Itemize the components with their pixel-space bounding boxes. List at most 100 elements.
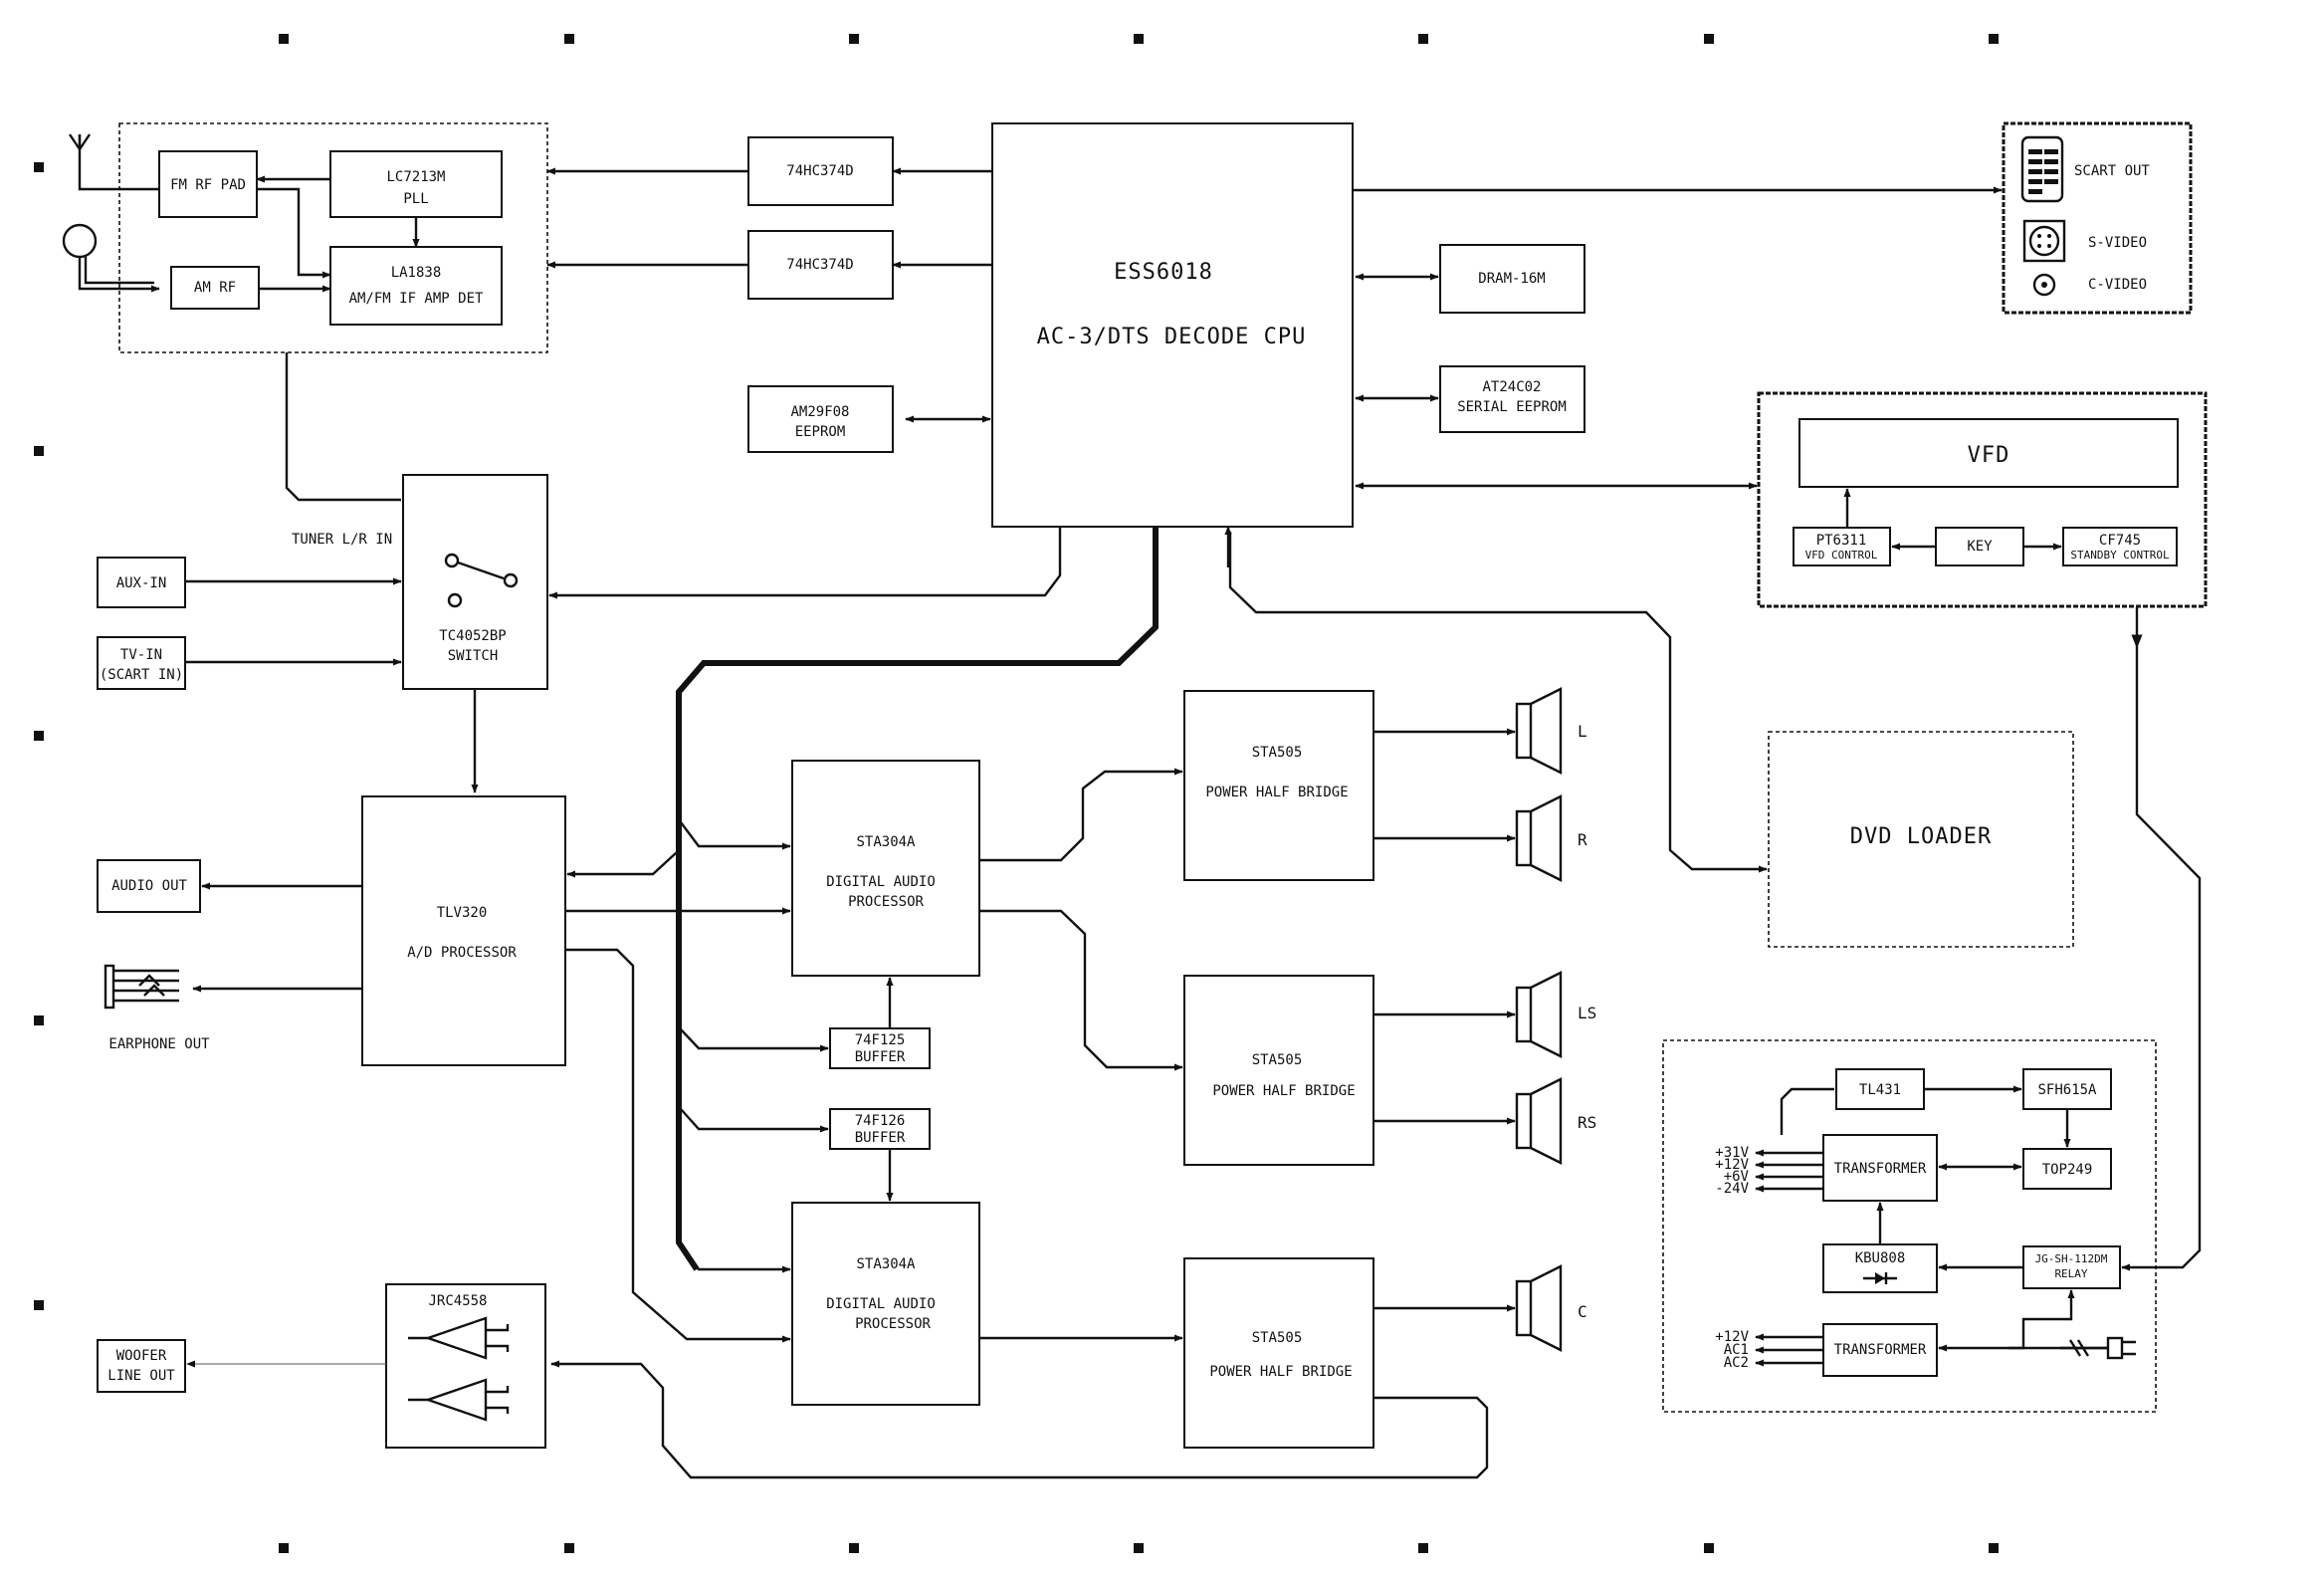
- buffer-74f126-sub: BUFFER: [855, 1130, 906, 1146]
- tlv320-label: TLV320: [437, 905, 488, 921]
- cf745-block: CF745 STANDBY CONTROL: [2062, 527, 2178, 566]
- speaker-rs-label: RS: [1578, 1113, 1596, 1132]
- audio-out-label: AUDIO OUT: [111, 878, 187, 894]
- vfd-label: VFD: [1968, 443, 2010, 468]
- tuner-input-label: TUNER L/R IN: [292, 532, 392, 548]
- speaker-r-icon: [1515, 794, 1563, 882]
- vfd-block: VFD: [1798, 418, 2179, 488]
- sta505-3-sub: POWER HALF BRIDGE: [1209, 1364, 1352, 1380]
- jrc4558-label: JRC4558: [428, 1293, 487, 1309]
- sta505-1-sub: POWER HALF BRIDGE: [1205, 785, 1348, 800]
- tl431-label: TL431: [1859, 1082, 1901, 1098]
- registration-marks: [34, 34, 1999, 1553]
- kbu808-label: KBU808: [1855, 1250, 1906, 1266]
- scart-connector-icon: [2020, 135, 2064, 203]
- s-video-label: S-VIDEO: [2088, 235, 2147, 251]
- sta304a-1-label: STA304A: [856, 834, 916, 850]
- sta304a-2-label: STA304A: [856, 1256, 916, 1272]
- speaker-c-icon: [1515, 1264, 1563, 1352]
- c-video-connector-icon: [2032, 273, 2056, 297]
- latch-2-label: 74HC374D: [786, 257, 853, 273]
- speaker-rs-icon: [1515, 1077, 1563, 1165]
- rail2-ac1-label: AC1: [1724, 1342, 1749, 1358]
- transformer-2-block: TRANSFORMER: [1822, 1323, 1938, 1377]
- sta505-2-block: STA505 POWER HALF BRIDGE: [1183, 975, 1374, 1166]
- audio-bus-line: [676, 528, 1159, 1271]
- tc4052bp-switch-block: TC4052BP SWITCH: [402, 474, 548, 690]
- tv-in-sub: (SCART IN): [100, 667, 183, 683]
- sfh615a-label: SFH615A: [2037, 1082, 2097, 1098]
- speaker-r-label: R: [1578, 830, 1587, 849]
- earphone-out-label: EARPHONE OUT: [108, 1036, 210, 1052]
- rail2-12v-label: +12V: [1715, 1329, 1749, 1345]
- buffer-74f126-block: 74F126 BUFFER: [829, 1108, 931, 1150]
- lc7213m-label: LC7213M: [386, 169, 445, 185]
- tl431-block: TL431: [1835, 1068, 1925, 1110]
- cpu-function: AC-3/DTS DECODE CPU: [1037, 325, 1307, 349]
- dram-block: DRAM-16M: [1439, 244, 1585, 314]
- sta505-1-label: STA505: [1252, 745, 1303, 761]
- la1838-sub: AM/FM IF AMP DET: [349, 291, 484, 307]
- tv-in-block: TV-IN (SCART IN): [97, 636, 186, 690]
- c-video-label: C-VIDEO: [2088, 277, 2147, 293]
- relay-block: JG-SH-112DM RELAY: [2022, 1245, 2121, 1289]
- am29f08-label: AM29F08: [790, 404, 849, 420]
- rail-minus24v-label: -24V: [1715, 1181, 1749, 1197]
- tlv320-block: TLV320 A/D PROCESSOR: [361, 795, 566, 1066]
- sta304a-1-sub2: PROCESSOR: [848, 894, 924, 910]
- am29f08-block: AM29F08 EEPROM: [747, 385, 894, 453]
- transformer-1-block: TRANSFORMER: [1822, 1134, 1938, 1202]
- cf745-sub: STANDBY CONTROL: [2070, 549, 2170, 562]
- latch-1-block: 74HC374D: [747, 136, 894, 206]
- latch-2-block: 74HC374D: [747, 230, 894, 300]
- antenna-fm-icon: [69, 133, 159, 191]
- pt6311-block: PT6311 VFD CONTROL: [1793, 527, 1891, 566]
- speaker-ls-icon: [1515, 971, 1563, 1058]
- sfh615a-block: SFH615A: [2022, 1068, 2112, 1110]
- fm-rf-pad-block: FM RF PAD: [158, 150, 258, 218]
- speaker-ls-label: LS: [1578, 1004, 1596, 1022]
- lc7213m-block: LC7213M PLL: [329, 150, 503, 218]
- speaker-l-icon: [1515, 687, 1563, 775]
- at24c02-label: AT24C02: [1482, 379, 1541, 395]
- sta304a-1-sub: DIGITAL AUDIO: [826, 874, 936, 890]
- woofer-line-out-block: WOOFER LINE OUT: [97, 1339, 186, 1393]
- s-video-connector-icon: [2022, 219, 2066, 263]
- rail2-ac2-label: AC2: [1724, 1355, 1749, 1371]
- speaker-c-label: C: [1578, 1302, 1587, 1321]
- sta505-3-block: STA505 POWER HALF BRIDGE: [1183, 1257, 1374, 1449]
- sta304a-2-block: STA304A DIGITAL AUDIO PROCESSOR: [791, 1202, 980, 1406]
- front-panel-outline: [1757, 391, 2208, 608]
- relay-label: JG-SH-112DM: [2035, 1252, 2108, 1265]
- scart-out-label: SCART OUT: [2074, 163, 2150, 179]
- sta505-2-label: STA505: [1252, 1052, 1303, 1068]
- power-supply-outline: [1662, 1039, 2157, 1413]
- video-output-outline: [2002, 121, 2193, 315]
- loader-link: [1228, 532, 1768, 873]
- buffer-74f125-sub: BUFFER: [855, 1049, 906, 1065]
- tuner-module-outline: [118, 122, 548, 353]
- ac-plug-icon: [2060, 1336, 2136, 1360]
- relay-sub: RELAY: [2054, 1267, 2087, 1280]
- woofer-sub: LINE OUT: [107, 1368, 175, 1384]
- cpu-name: ESS6018: [1114, 260, 1213, 285]
- transformer-1-label: TRANSFORMER: [1834, 1161, 1927, 1177]
- switch-label: TC4052BP: [439, 628, 506, 644]
- tlv320-sub: A/D PROCESSOR: [407, 945, 517, 961]
- kbu808-block: KBU808: [1822, 1243, 1938, 1293]
- rail-31v-label: +31V: [1715, 1145, 1749, 1161]
- am-rf-label: AM RF: [194, 280, 236, 296]
- rail-6v-label: +6V: [1724, 1169, 1750, 1185]
- fm-rf-pad-label: FM RF PAD: [170, 177, 246, 193]
- dvd-loader-label: DVD LOADER: [1850, 824, 1992, 849]
- dram-label: DRAM-16M: [1478, 271, 1545, 287]
- sta304a-1-block: STA304A DIGITAL AUDIO PROCESSOR: [791, 760, 980, 977]
- diode-icon: [1863, 1272, 1897, 1284]
- earphone-jack-icon: [104, 964, 179, 1010]
- top249-block: TOP249: [2022, 1148, 2112, 1190]
- pt6311-label: PT6311: [1816, 533, 1867, 549]
- aux-in-block: AUX-IN: [97, 557, 186, 608]
- sta304a-2-sub2: PROCESSOR: [855, 1316, 931, 1332]
